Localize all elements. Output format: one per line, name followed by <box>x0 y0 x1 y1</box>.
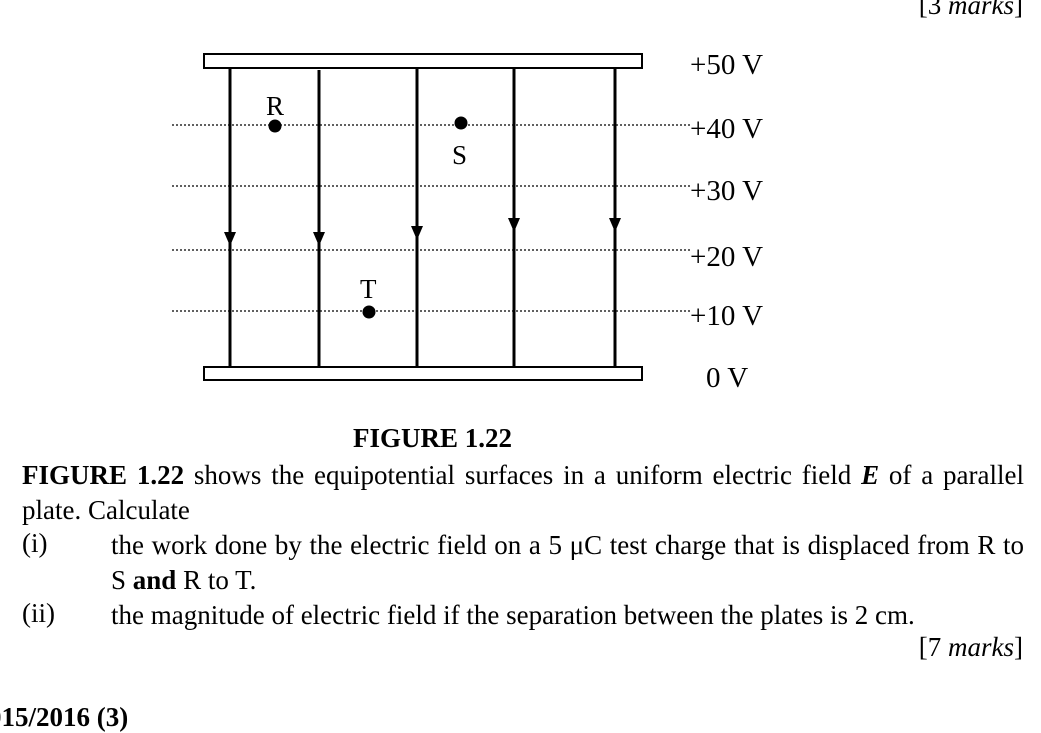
bottom-plate <box>203 366 643 381</box>
arrow-down-icon <box>313 232 325 246</box>
page-footer: 015/2016 (3) <box>0 702 129 732</box>
arrow-down-icon <box>224 232 236 246</box>
top-plate <box>203 53 643 69</box>
point-r-label: R <box>266 91 284 121</box>
question-intro: FIGURE 1.22 shows the equipotential surf… <box>22 460 1024 525</box>
arrow-down-icon <box>411 226 423 240</box>
arrow-down-icon <box>508 218 520 232</box>
voltage-label-10v: +10 V <box>690 300 763 332</box>
marks-label-top: [3 marks] <box>918 0 1023 20</box>
point-s-label: S <box>452 140 467 170</box>
question-number-i: (i) <box>22 528 48 558</box>
question-text-ii: the magnitude of electric field if the s… <box>111 600 915 630</box>
voltage-label-40v: +40 V <box>690 113 763 145</box>
voltage-label-bottom-plate: 0 V <box>706 362 748 394</box>
point-r-dot <box>268 119 282 133</box>
marks-label-bottom: [7 marks] <box>918 632 1023 662</box>
point-t-label: T <box>360 274 377 304</box>
question-number-ii: (ii) <box>22 598 55 628</box>
field-symbol: E <box>861 460 880 490</box>
question-text-i: the work done by the electric field on a… <box>111 530 1024 595</box>
voltage-label-20v: +20 V <box>690 241 763 273</box>
voltage-label-30v: +30 V <box>690 175 763 207</box>
voltage-label-top-plate: +50 V <box>690 49 763 81</box>
parallel-plate-figure: R S T +50 V +40 V +30 V +20 V +10 V 0 V <box>172 49 763 394</box>
arrow-down-icon <box>609 218 621 232</box>
point-t-dot <box>362 305 376 319</box>
figure-reference: FIGURE 1.22 <box>22 460 185 490</box>
point-s-dot <box>454 116 468 130</box>
figure-caption: FIGURE 1.22 <box>352 423 512 453</box>
